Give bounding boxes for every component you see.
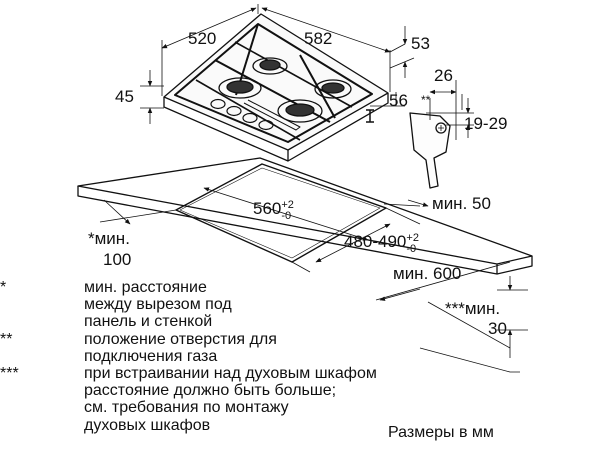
dim-cutout-depth: 480-490+2-0	[344, 233, 419, 255]
footnote-line: панель и стенкой	[84, 313, 213, 331]
dim-height-hob: 45	[115, 87, 134, 106]
burner-left	[218, 77, 262, 99]
cutout-depth-plus: +2	[406, 232, 419, 244]
footnote-line: положение отверстия для	[84, 330, 277, 348]
gas-connection-detail	[409, 80, 474, 189]
footnote-mark: **	[0, 330, 13, 348]
dim-min-100-label: *мин.	[88, 229, 130, 248]
dim-min-600: мин. 600	[393, 264, 462, 283]
dim-min-30-label: ***мин.	[445, 299, 501, 318]
footnote-line: подключения газа	[84, 347, 218, 365]
footnote-3: *** при встраивании над духовым шкафом р…	[0, 365, 377, 434]
cutout-width-base: 560	[253, 199, 282, 218]
footnote-2: ** положение отверстия для подключения г…	[0, 330, 377, 365]
footnote-line: мин. расстояние	[84, 279, 207, 296]
units-label: Размеры в мм	[388, 424, 494, 441]
footnote-line: расстояние должно быть больше;	[84, 382, 337, 400]
footnotes: * мин. расстояние между вырезом под пане…	[0, 279, 377, 434]
dim-cutout-width: 560+2-0	[253, 200, 294, 222]
cutout-width-minus: -0	[281, 210, 292, 222]
control-knobs	[210, 98, 274, 131]
footnote-mark: ***	[0, 365, 19, 383]
gas-mark: **	[421, 93, 431, 107]
dim-26: 26	[434, 66, 453, 85]
burner-rear	[252, 57, 288, 75]
footnote-line: см. требования по монтажу	[84, 399, 289, 417]
footnote-line: духовых шкафов	[84, 416, 211, 434]
cutout-depth-base: 480-490	[344, 232, 407, 251]
cutout-width-plus: +2	[281, 199, 294, 211]
dim-min-50: мин. 50	[432, 194, 491, 213]
footnote-line: при встраивании над духовым шкафом	[84, 365, 377, 383]
dim-gas-range: 19-29	[464, 114, 508, 133]
dim-depth-hob: 582	[304, 29, 333, 48]
cutout-depth-minus: -0	[406, 243, 417, 255]
burner-right	[314, 79, 352, 99]
burner-front	[277, 99, 323, 123]
footnote-mark: *	[0, 279, 7, 296]
dim-width-hob: 520	[188, 29, 217, 48]
dim-min-100-value: 100	[103, 250, 132, 269]
dim-56: 56	[389, 91, 408, 110]
footnote-line: между вырезом под	[84, 296, 232, 314]
dim-53: 53	[411, 34, 430, 53]
footnote-1: * мин. расстояние между вырезом под пане…	[0, 279, 377, 331]
countertop	[77, 157, 533, 275]
dim-min-30-value: 30	[488, 319, 507, 338]
